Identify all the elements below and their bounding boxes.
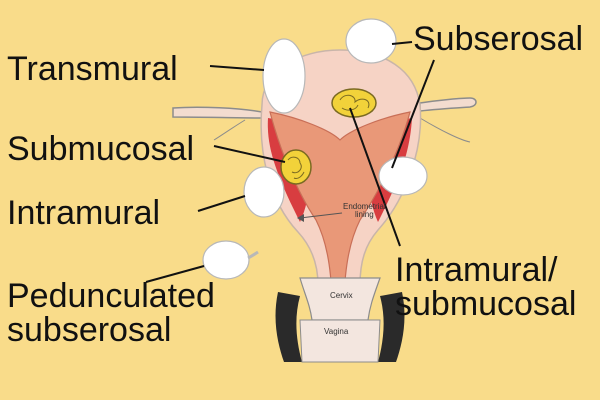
right-fallopian-tube: [419, 97, 477, 112]
leader-transmural: [209, 65, 265, 71]
label-intramural-submucosal: Intramural/ submucosal: [395, 251, 577, 323]
label-subserosal: Subserosal: [413, 20, 584, 58]
label-cervix: Cervix: [330, 291, 353, 300]
leader-endometrial-lining: [299, 212, 343, 219]
label-vagina: Vagina: [324, 327, 349, 336]
subserosal-fibroid: [345, 18, 397, 64]
pedunculated-stalk: [247, 250, 259, 260]
label-intramural: Intramural: [7, 194, 161, 232]
label-submucosal: Submucosal: [7, 130, 195, 168]
leader-intramural: [197, 195, 246, 212]
label-transmural: Transmural: [7, 50, 178, 88]
intramural-submucosal-mass: [331, 88, 377, 118]
label-endometrial-lining: Endometrial lining: [343, 202, 386, 219]
leader-subserosal: [391, 41, 413, 45]
pedunculated-fibroid: [202, 240, 250, 280]
subserosal-right-fibroid: [378, 156, 428, 196]
ligament-left: [213, 119, 246, 141]
label-pedunculated-subserosal: Pedunculated subserosal: [7, 277, 215, 349]
arrowhead-endometrial: [297, 214, 304, 222]
vagina: [275, 292, 405, 362]
intramural-fibroid: [243, 166, 285, 218]
leader-submucosal: [213, 145, 286, 163]
left-fallopian-tube: [172, 106, 263, 119]
submucosal-mass: [280, 149, 312, 185]
ligament-right: [419, 117, 471, 143]
transmural-fibroid: [262, 38, 306, 114]
leader-pedunculated: [145, 265, 205, 283]
vagina-inner: [299, 319, 381, 363]
leader-subserosal-right: [391, 59, 435, 169]
leader-intramural-submucosal: [349, 107, 401, 247]
